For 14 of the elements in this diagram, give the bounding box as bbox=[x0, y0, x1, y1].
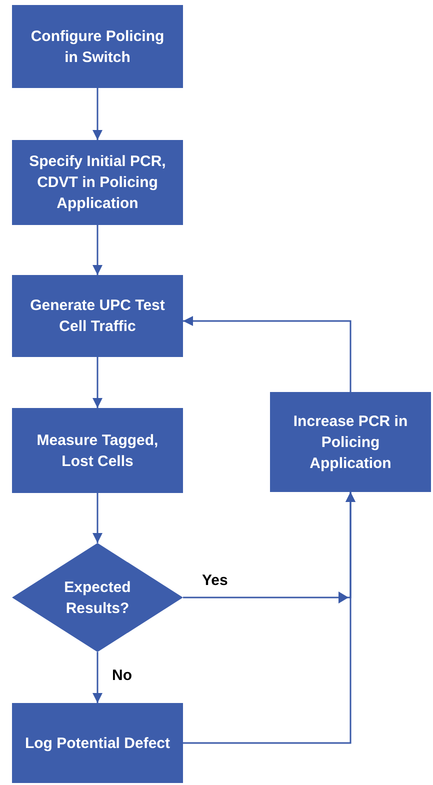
box-text: Measure Tagged, Lost Cells bbox=[36, 430, 160, 472]
box-text: Expected Results? bbox=[63, 578, 132, 618]
box-text: Configure Policing in Switch bbox=[30, 26, 166, 68]
box-text: Specify Initial PCR, CDVT in Policing Application bbox=[28, 152, 167, 214]
decision-diamond bbox=[12, 543, 183, 652]
box-text: Log Potential Defect bbox=[24, 734, 171, 754]
process-box bbox=[270, 392, 431, 492]
process-box bbox=[12, 275, 183, 357]
box-text: Increase PCR in Policing Application bbox=[292, 412, 409, 474]
process-box bbox=[12, 408, 183, 493]
process-box bbox=[12, 5, 183, 88]
process-box bbox=[12, 703, 183, 783]
process-box bbox=[12, 140, 183, 225]
box-text: Generate UPC Test Cell Traffic bbox=[29, 296, 166, 337]
